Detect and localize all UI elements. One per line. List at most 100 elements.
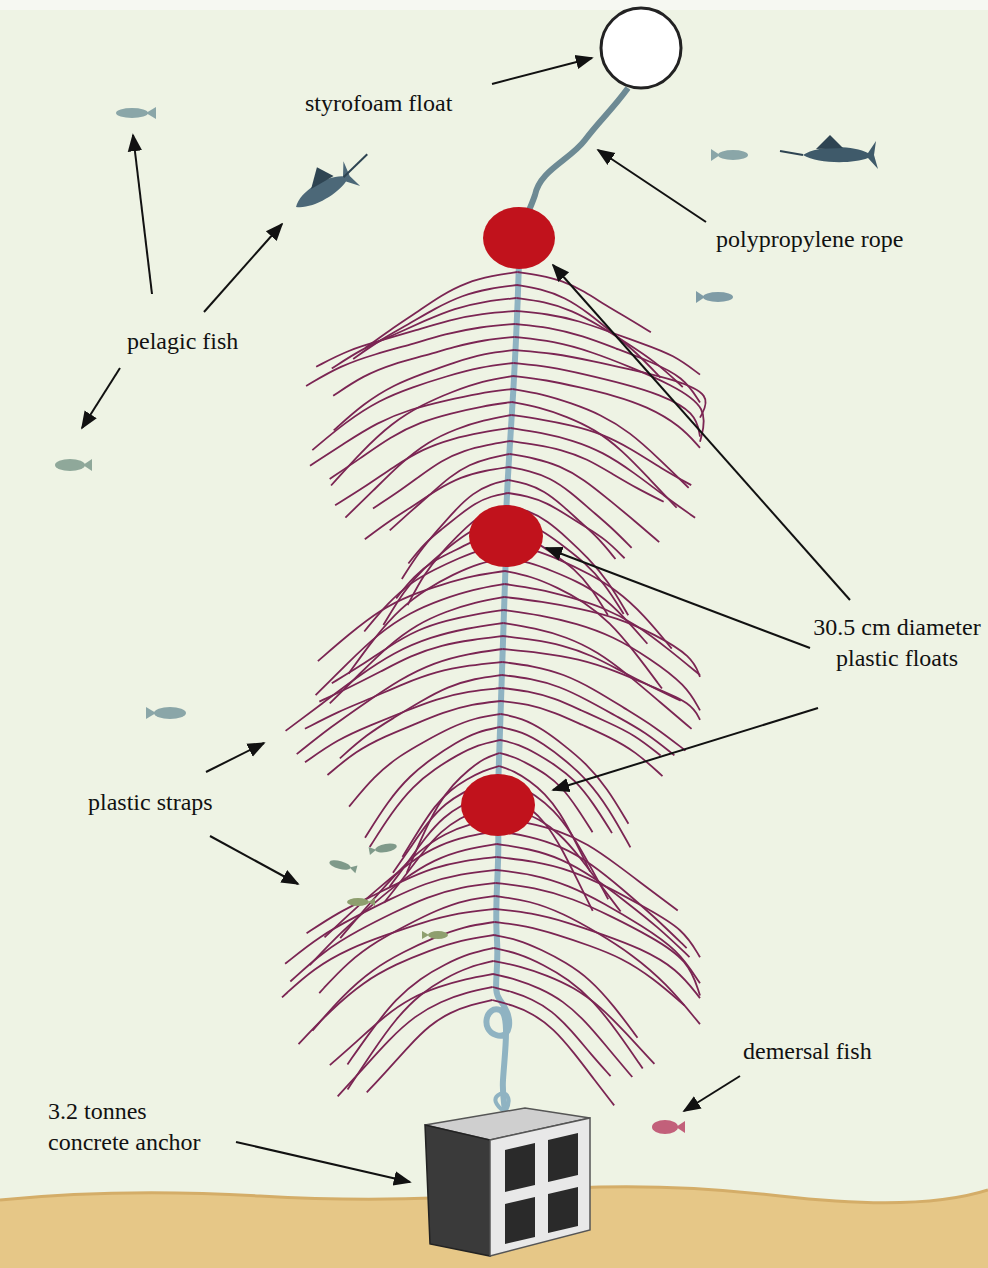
plastic-strap: [310, 844, 497, 965]
fish-tail: [676, 1121, 685, 1133]
fish-tail: [146, 107, 156, 119]
plastic-strap: [501, 688, 660, 756]
plastic-strap: [373, 441, 510, 508]
plastic-strap: [501, 701, 662, 776]
plastic-strap: [502, 675, 675, 755]
pelagic-fish: [711, 149, 748, 161]
plastic-strap: [348, 961, 494, 1090]
fish-body: [374, 842, 397, 854]
plastic-strap: [318, 571, 505, 661]
plastic-float: [469, 505, 543, 567]
plastic-strap: [325, 831, 498, 937]
fish-tail: [369, 846, 377, 855]
plastic-strap: [338, 987, 493, 1096]
fish-body: [116, 108, 148, 118]
callout-label: pelagic fish: [127, 326, 238, 357]
plastic-strap: [312, 922, 494, 1031]
fish-tail: [146, 707, 156, 719]
plastic-strap: [285, 870, 496, 964]
anchor-hole: [505, 1143, 535, 1192]
plastic-strap: [503, 649, 700, 720]
top-margin: [0, 0, 988, 10]
leader-line: [133, 135, 152, 294]
anchor-hole: [548, 1133, 578, 1182]
plastic-strap: [492, 1000, 614, 1105]
plastic-strap: [367, 1000, 492, 1092]
plastic-strap: [282, 909, 495, 997]
leader-line: [236, 1142, 410, 1182]
pelagic-fish: [55, 459, 92, 471]
anchor-hole: [548, 1187, 578, 1233]
fish-body: [328, 858, 351, 871]
plastic-strap: [517, 285, 660, 378]
plastic-strap: [503, 636, 681, 701]
leader-line: [82, 368, 120, 428]
leader-line: [553, 265, 850, 600]
marlin-fin: [303, 162, 334, 189]
plastic-strap: [335, 428, 511, 505]
small-fish: [369, 842, 398, 855]
plastic-strap: [496, 883, 700, 995]
plastic-strap: [334, 350, 514, 430]
plastic-strap: [515, 324, 700, 402]
pelagic-fish: [116, 107, 156, 119]
anchor-right-face: [490, 1118, 590, 1256]
fish-tail: [368, 898, 375, 906]
anchor-left-face: [425, 1125, 490, 1256]
leader-line: [546, 548, 810, 648]
plastic-strap: [297, 649, 503, 754]
marlin: [780, 135, 878, 169]
pelagic-fish: [696, 291, 733, 303]
plastic-strap: [307, 857, 497, 933]
callout-label: demersal fish: [743, 1036, 872, 1067]
plastic-strap: [498, 818, 678, 911]
fish-body: [55, 459, 85, 471]
callout-label: 30.5 cm diameter plastic floats: [812, 612, 982, 674]
demersal-fish: [652, 1120, 685, 1134]
small-fish: [328, 858, 357, 873]
fish-body: [652, 1120, 678, 1134]
plastic-strap: [330, 597, 504, 703]
marlin-fin: [816, 135, 843, 149]
leader-line: [210, 836, 298, 884]
callout-label: polypropylene rope: [716, 224, 903, 255]
plastic-strap: [504, 597, 700, 677]
plastic-strap: [505, 571, 662, 689]
fish-body: [347, 898, 369, 906]
fish-body: [428, 931, 448, 939]
plastic-strap: [511, 428, 695, 518]
fish-body: [703, 292, 733, 302]
plastic-straps: [282, 272, 706, 1105]
small-fish: [422, 931, 448, 939]
callout-label: styrofoam float: [305, 88, 452, 119]
marlin-bill: [340, 154, 372, 177]
plastic-strap: [347, 948, 493, 1064]
leader-line: [553, 708, 818, 790]
plastic-strap: [503, 623, 691, 729]
fish-tail: [696, 291, 705, 303]
pelagic-fish: [146, 707, 186, 719]
plastic-strap: [495, 922, 685, 1005]
plastic-strap: [332, 298, 517, 369]
fish-tail: [349, 864, 358, 874]
plastic-strap: [299, 935, 495, 1044]
callout-label: plastic straps: [88, 787, 213, 818]
concrete-anchor: [425, 1094, 590, 1256]
fish-tail: [83, 459, 92, 471]
plastic-strap: [493, 961, 654, 1064]
leader-line: [598, 150, 706, 222]
plastic-strap: [514, 350, 706, 418]
plastic-strap: [505, 558, 647, 644]
leader-line: [204, 224, 282, 312]
leader-line: [206, 743, 264, 772]
marlin-body: [288, 160, 360, 219]
anchor-loop: [495, 1094, 508, 1112]
fish-body: [718, 150, 748, 160]
leader-line: [684, 1076, 740, 1111]
fish-tail: [711, 149, 720, 161]
fish-tail: [422, 931, 429, 939]
plastic-strap: [305, 688, 501, 762]
marlin-bill: [780, 151, 803, 155]
